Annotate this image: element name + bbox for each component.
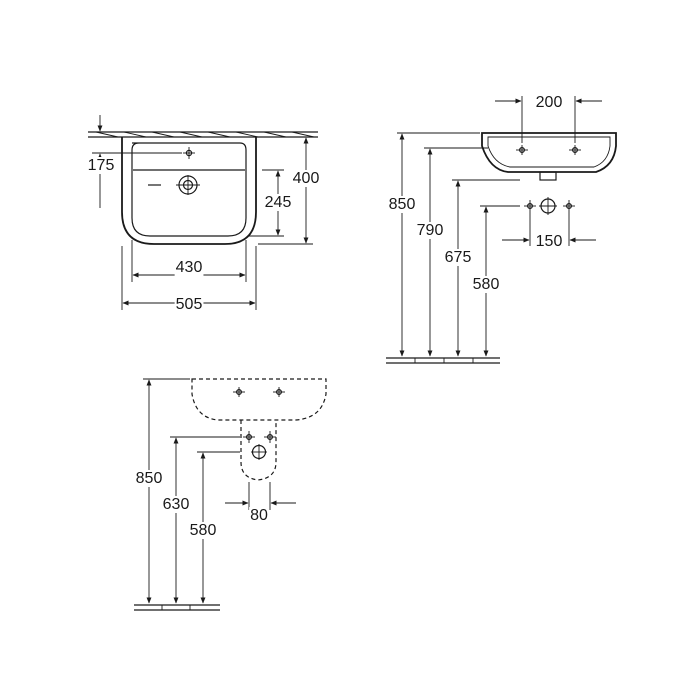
bowl-outline [131, 142, 247, 237]
dim-245: 245 [265, 194, 292, 211]
dim-label-background [174, 259, 204, 276]
side-tap-hole-left-icon [516, 145, 528, 155]
waste-icon [539, 197, 557, 215]
dim-label-background [263, 194, 293, 211]
dim-675: 675 [445, 249, 472, 266]
pedestal-view: 80 850 630 580 [134, 378, 327, 611]
dim-505: 505 [176, 296, 203, 313]
pedestal-supply-left-icon [243, 431, 255, 443]
dim-label-background [291, 170, 321, 187]
dim-label-background [249, 507, 269, 524]
side-view: 200 150 850 790 675 580 [386, 94, 617, 364]
dim-580-side: 580 [473, 276, 500, 293]
pedestal-supply-right-icon [264, 431, 276, 443]
dim-850-side: 850 [389, 196, 416, 213]
dim-630: 630 [163, 496, 190, 513]
dim-label-background [534, 94, 564, 111]
floor-line-side [386, 357, 500, 364]
side-tap-hole-right-icon [569, 145, 581, 155]
dim-175: 175 [88, 157, 115, 174]
dim-580-pedestal: 580 [190, 522, 217, 539]
dim-label-background [174, 296, 204, 313]
supply-left-icon [524, 200, 536, 212]
side-waste-outlet [539, 171, 557, 181]
side-basin-inner [487, 136, 611, 168]
pedestal-tap-right-icon [273, 387, 285, 397]
front-view: 430 505 175 400 245 [86, 115, 321, 313]
dim-200: 200 [536, 94, 563, 111]
basin-outline [121, 137, 257, 245]
dim-150: 150 [536, 233, 563, 250]
pedestal-basin-outline [191, 378, 327, 421]
dim-400: 400 [293, 170, 320, 187]
dim-label-background [415, 222, 445, 239]
dim-label-background [534, 233, 564, 250]
dim-label-background [443, 249, 473, 266]
floor-line-pedestal [134, 604, 220, 611]
supply-right-icon [563, 200, 575, 212]
drain-icon [176, 175, 200, 195]
dim-label-background [161, 496, 191, 513]
dim-850-pedestal: 850 [136, 470, 163, 487]
pedestal-waste-icon [251, 444, 267, 460]
tap-hole-icon [183, 147, 195, 159]
side-basin-outline [481, 132, 617, 173]
dim-label-background [387, 196, 417, 213]
dim-label-background [134, 470, 164, 487]
pedestal-outline [240, 420, 277, 481]
dim-430: 430 [176, 259, 203, 276]
dim-label-background [86, 157, 116, 174]
pedestal-tap-left-icon [233, 387, 245, 397]
dim-790: 790 [417, 222, 444, 239]
dim-label-background [471, 276, 501, 293]
dim-label-background [188, 522, 218, 539]
dim-80: 80 [250, 507, 268, 524]
wall-line-top [88, 131, 318, 138]
